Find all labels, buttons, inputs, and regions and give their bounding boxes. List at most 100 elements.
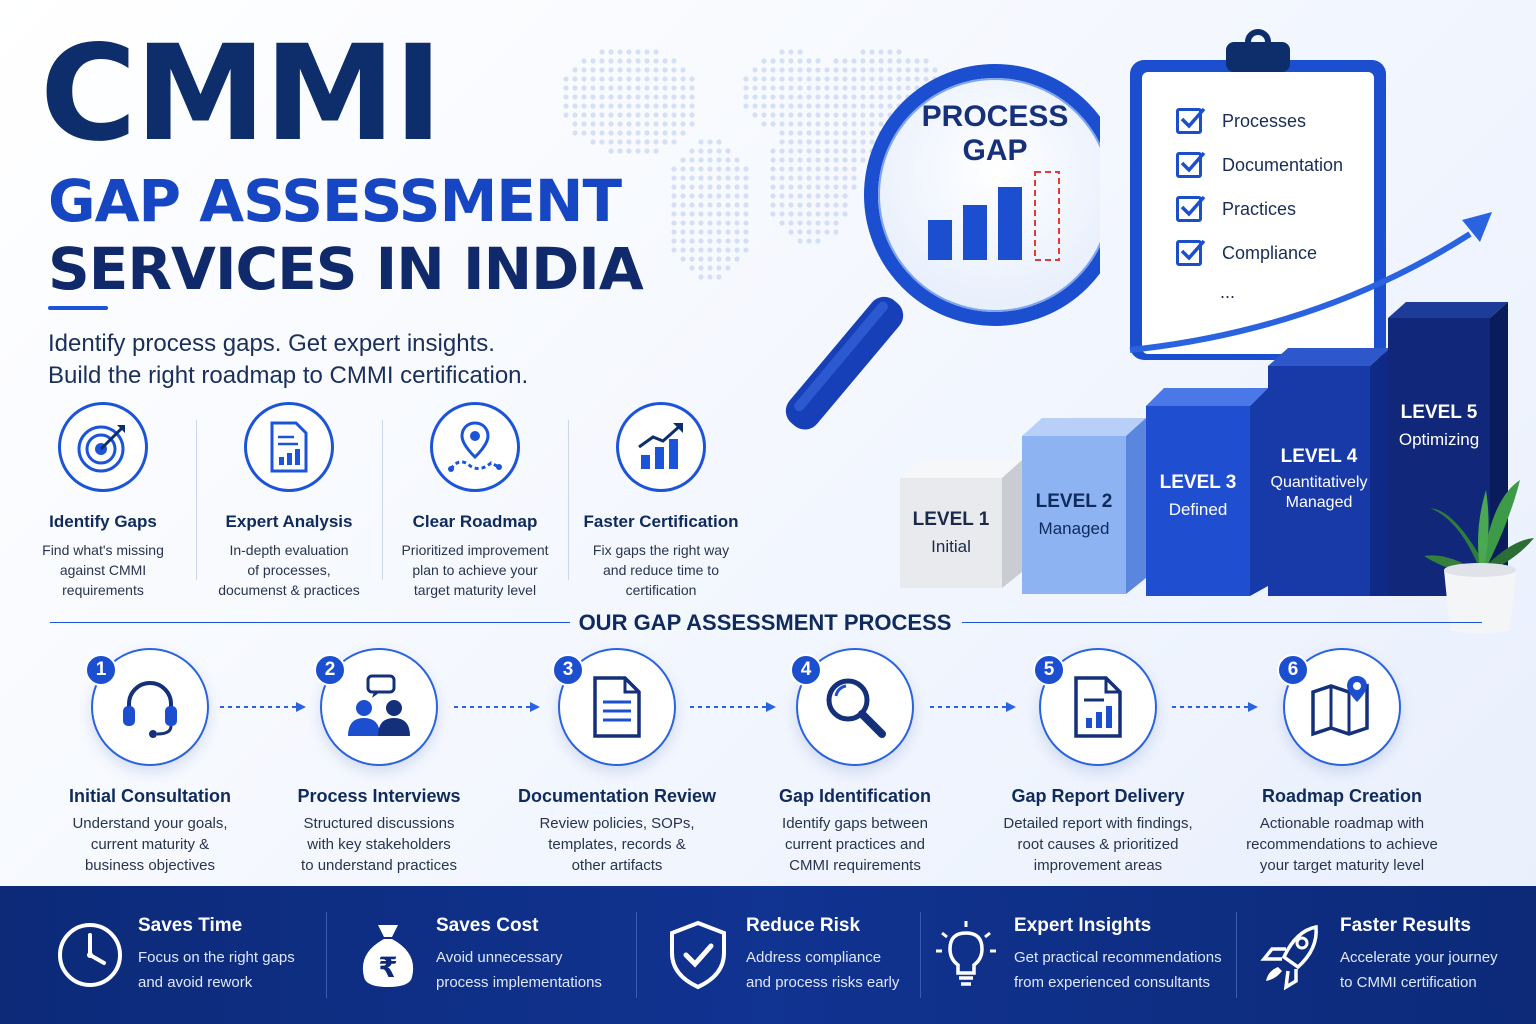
map-dot (851, 175, 857, 181)
map-dot (680, 229, 686, 235)
map-dot (779, 202, 785, 208)
interview-icon (348, 674, 410, 736)
lightbulb-icon (926, 915, 1006, 995)
map-dot (779, 157, 785, 163)
map-dot (752, 103, 758, 109)
map-dot (725, 184, 731, 190)
map-dot (851, 112, 857, 118)
map-dot (707, 265, 713, 271)
map-dot (860, 112, 866, 118)
map-dot (689, 76, 695, 82)
map-dot (770, 184, 776, 190)
map-dot (698, 238, 704, 244)
map-dot (797, 94, 803, 100)
map-dot (707, 256, 713, 262)
map-dot (743, 247, 749, 253)
map-dot (626, 67, 632, 73)
map-dot (815, 166, 821, 172)
map-dot (779, 103, 785, 109)
map-dot (797, 67, 803, 73)
map-dot (680, 157, 686, 163)
map-dot (833, 58, 839, 64)
map-dot (806, 157, 812, 163)
map-dot (689, 229, 695, 235)
title-underline (48, 306, 108, 310)
map-dot (635, 49, 641, 55)
map-dot (635, 76, 641, 82)
map-dot (779, 211, 785, 217)
map-dot (716, 247, 722, 253)
step-number-badge: 2 (314, 654, 346, 686)
map-dot (563, 94, 569, 100)
map-dot (707, 220, 713, 226)
map-dot (698, 193, 704, 199)
map-dot (788, 139, 794, 145)
map-dot (680, 94, 686, 100)
map-dot (806, 193, 812, 199)
map-dot (698, 247, 704, 253)
dotted-arrow-icon (1172, 702, 1258, 712)
map-dot (833, 121, 839, 127)
map-dot (599, 58, 605, 64)
growth-arrow-icon (1129, 212, 1492, 353)
map-dot (662, 130, 668, 136)
map-dot (851, 121, 857, 127)
map-dot (590, 85, 596, 91)
map-dot (851, 166, 857, 172)
benefit-divider (920, 912, 921, 998)
map-dot (878, 67, 884, 73)
map-dot (851, 85, 857, 91)
map-dot (923, 76, 929, 82)
map-dot (806, 220, 812, 226)
step-desc: Review policies, SOPs,templates, records… (539, 815, 695, 874)
map-dot (896, 67, 902, 73)
map-dot (590, 130, 596, 136)
process-step-2: 2 Process Interviews Structured discussi… (259, 648, 499, 876)
map-dot (779, 220, 785, 226)
map-dot (644, 67, 650, 73)
map-dot (716, 229, 722, 235)
map-dot (662, 103, 668, 109)
map-dot (689, 247, 695, 253)
map-dot (608, 121, 614, 127)
map-dot (833, 148, 839, 154)
map-dot (779, 112, 785, 118)
map-dot (743, 94, 749, 100)
map-dot (608, 49, 614, 55)
map-dot (896, 76, 902, 82)
map-dot (806, 67, 812, 73)
map-dot (725, 220, 731, 226)
map-dot (644, 121, 650, 127)
map-dot (887, 76, 893, 82)
map-dot (770, 58, 776, 64)
map-dot (734, 211, 740, 217)
map-dot (680, 76, 686, 82)
map-dot (743, 229, 749, 235)
map-dot (887, 94, 893, 100)
step-title: Gap Identification (778, 786, 931, 806)
map-dot (626, 49, 632, 55)
step-title: Initial Consultation (69, 786, 231, 806)
map-dot (644, 103, 650, 109)
search-icon (826, 678, 886, 738)
map-dot (788, 184, 794, 190)
map-dot (770, 103, 776, 109)
map-dot (653, 148, 659, 154)
map-dot (932, 67, 938, 73)
report-chart-icon (1074, 676, 1122, 738)
magnifier-illustration (785, 64, 1100, 430)
feature-title: Identify Gaps (49, 512, 157, 531)
map-dot (815, 184, 821, 190)
map-dot (617, 121, 623, 127)
map-dot (797, 85, 803, 91)
map-dot (797, 193, 803, 199)
map-dot (851, 139, 857, 145)
map-dot (716, 175, 722, 181)
map-dot (743, 202, 749, 208)
map-dot (842, 139, 848, 145)
map-dot (869, 103, 875, 109)
